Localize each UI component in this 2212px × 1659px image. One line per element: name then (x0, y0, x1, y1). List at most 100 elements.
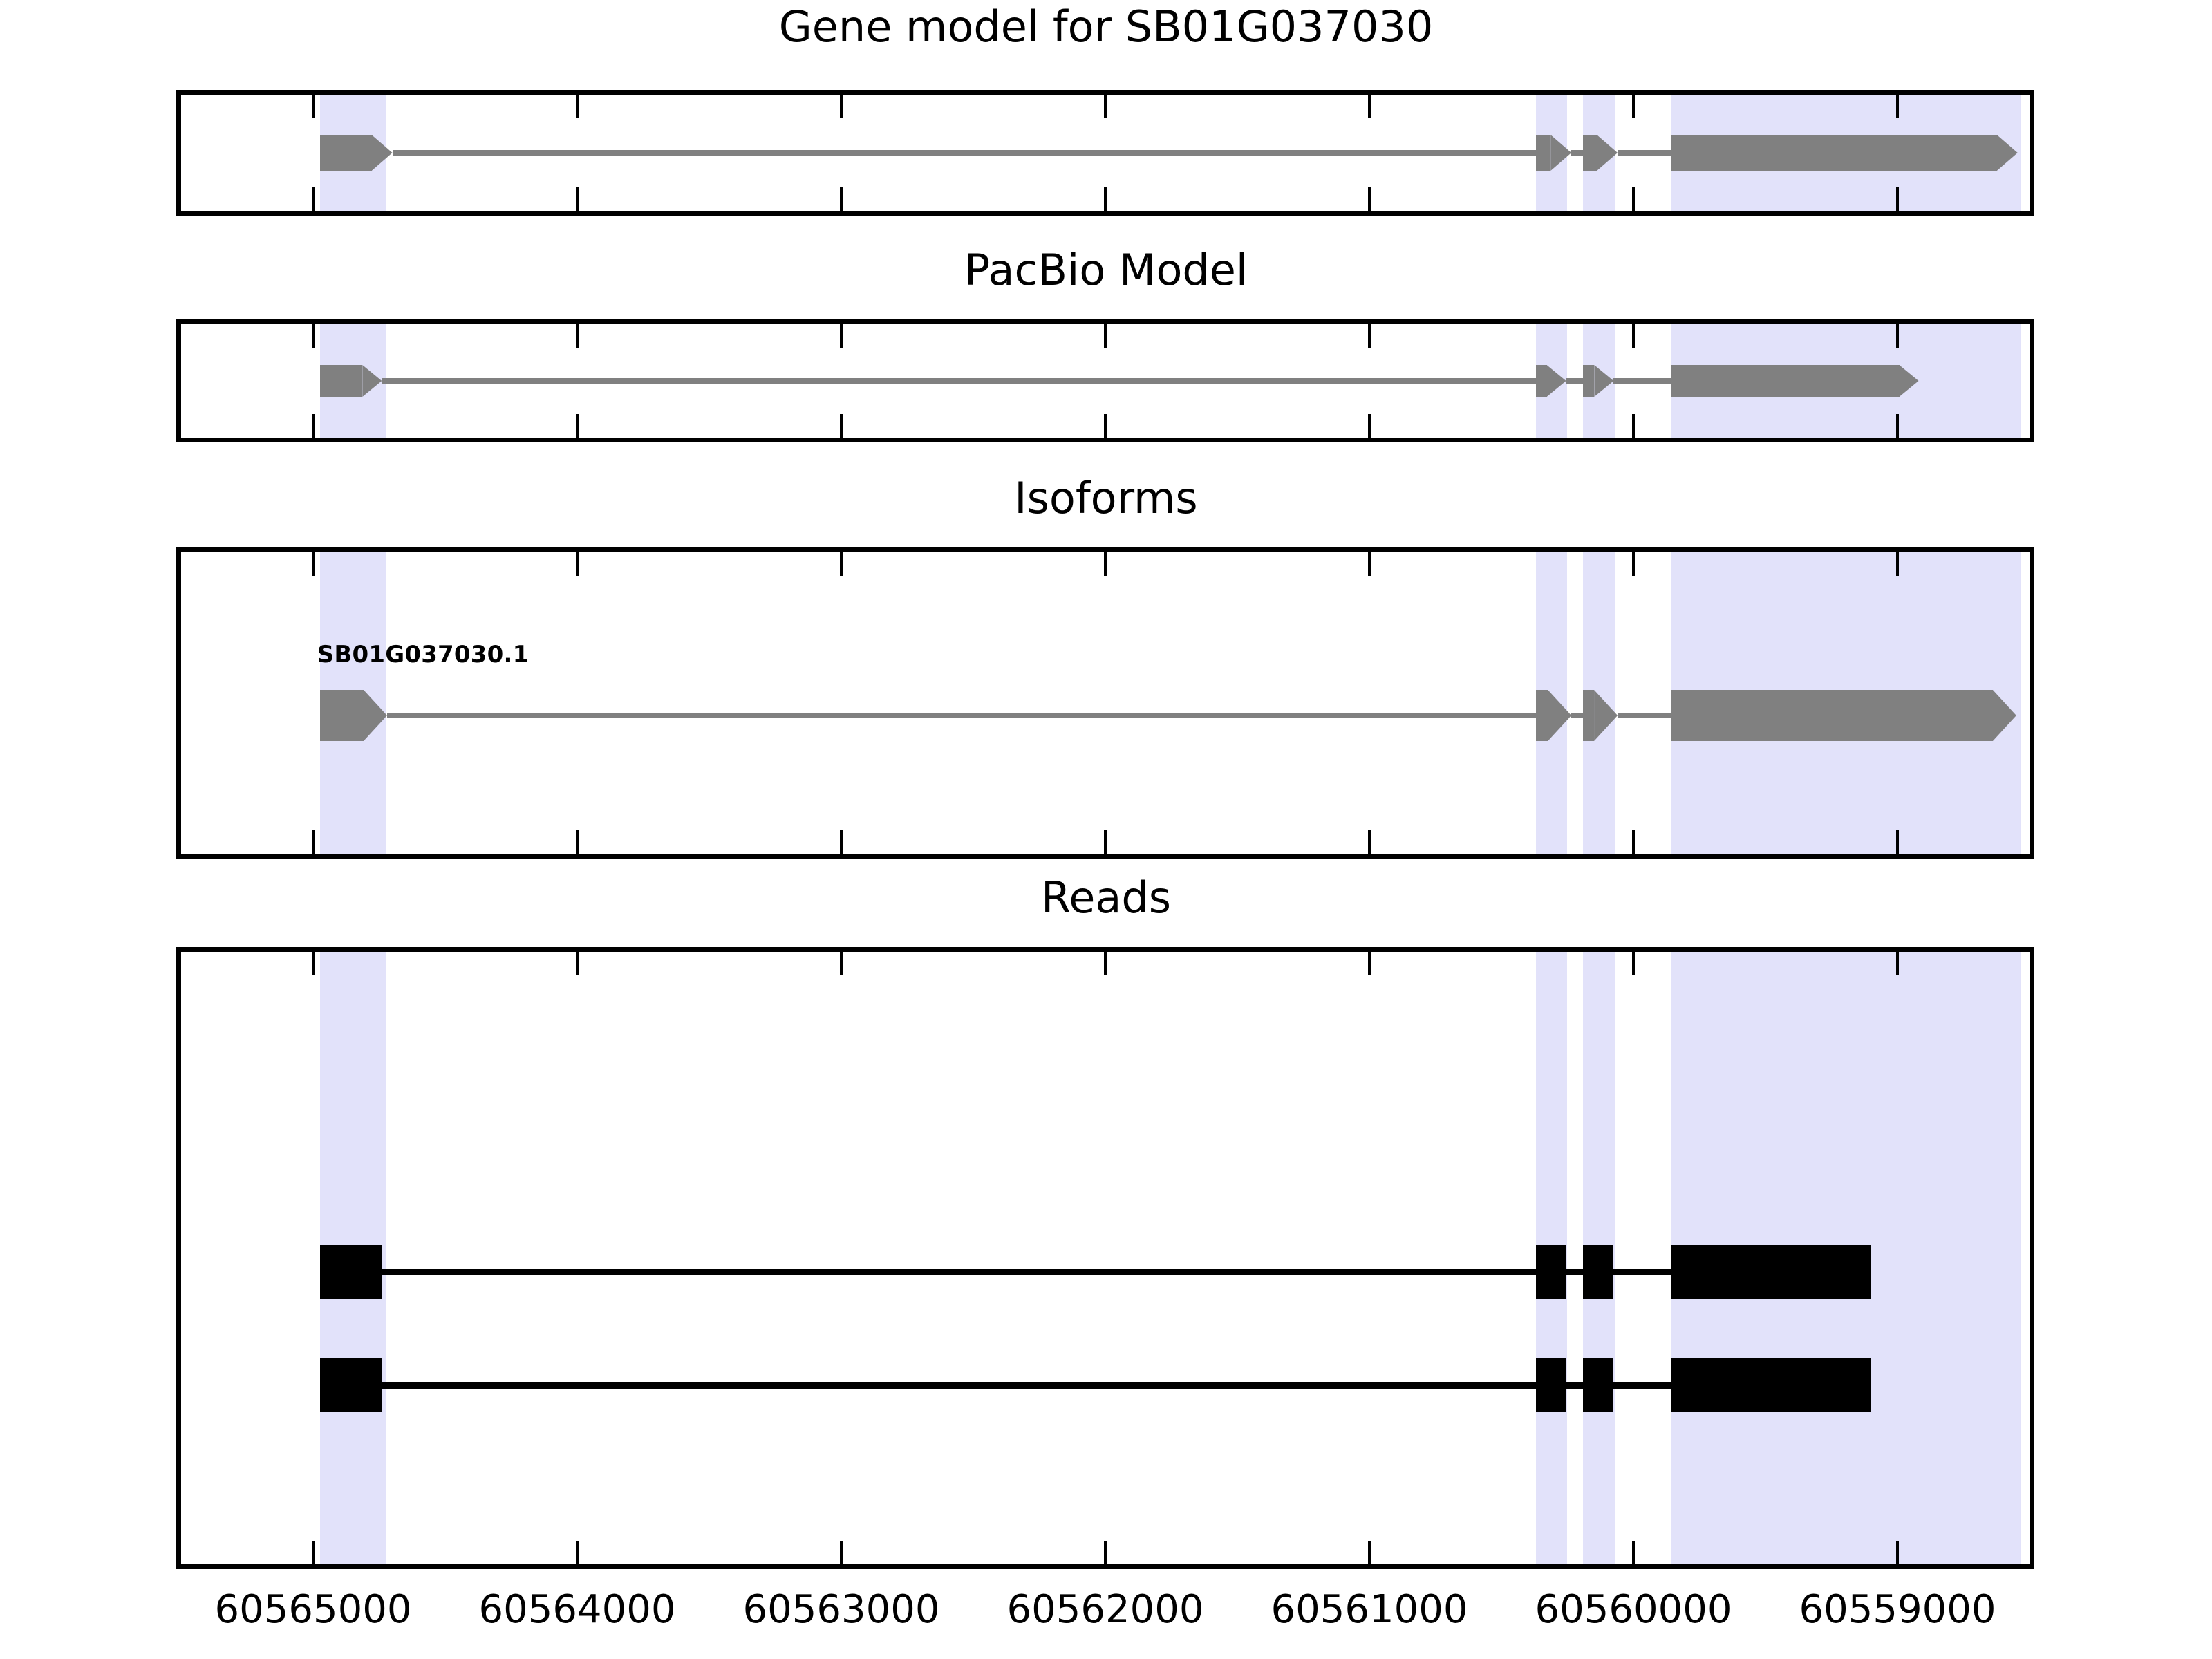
intron-line (1571, 713, 1584, 718)
intron-line (1571, 150, 1584, 156)
exon-arrowhead (1594, 690, 1618, 741)
exon-block (319, 690, 387, 741)
exon-arrowhead (1597, 135, 1618, 171)
exon-arrowhead (362, 365, 382, 397)
exon-block (1671, 1358, 1871, 1412)
axis-tick (1896, 187, 1899, 211)
axis-tick (840, 187, 843, 211)
axis-tick (312, 952, 315, 975)
x-tick-label: 60564000 (478, 1587, 676, 1632)
axis-tick (1896, 552, 1899, 576)
exon-block (1583, 1358, 1614, 1412)
exon-block (1583, 1245, 1614, 1299)
axis-tick (1896, 414, 1899, 438)
x-tick-label: 60559000 (1799, 1587, 1996, 1632)
intron-line (382, 378, 1536, 384)
intron-line (392, 150, 1536, 156)
axis-tick (1632, 552, 1635, 576)
axis-tick (576, 95, 579, 118)
plot-area-isoforms: SB01G037030.1 (181, 552, 2030, 854)
exon-body (1535, 135, 1551, 171)
axis-tick (312, 95, 315, 118)
axis-tick (312, 830, 315, 854)
axis-tick (1632, 95, 1635, 118)
intron-line (1566, 378, 1584, 384)
axis-tick (1632, 952, 1635, 975)
exon-body (1671, 690, 1993, 741)
track-panel-reads (176, 947, 2034, 1569)
axis-tick (1104, 830, 1107, 854)
axis-tick (840, 95, 843, 118)
axis-tick (1104, 952, 1107, 975)
axis-tick (1104, 1541, 1107, 1564)
axis-tick (1368, 95, 1371, 118)
intron-line (1618, 150, 1672, 156)
axis-tick (1104, 95, 1107, 118)
exon-block (1535, 1358, 1566, 1412)
axis-tick (576, 952, 579, 975)
exon-block (1535, 1245, 1566, 1299)
axis-tick (312, 414, 315, 438)
exon-block (1535, 690, 1572, 741)
axis-tick (1632, 1541, 1635, 1564)
exon-block (319, 365, 382, 397)
track-panel-isoforms: SB01G037030.1 (176, 547, 2034, 859)
exon-block (319, 135, 393, 171)
exon-block (1671, 135, 2018, 171)
x-tick-label: 60565000 (214, 1587, 412, 1632)
exon-body (1671, 135, 1997, 171)
axis-tick (576, 552, 579, 576)
axis-tick (312, 324, 315, 348)
axis-tick (1368, 552, 1371, 576)
axis-tick (840, 1541, 843, 1564)
exon-body (1535, 690, 1548, 741)
exon-body (1535, 365, 1547, 397)
exon-arrowhead (1996, 135, 2018, 171)
exon-body (319, 690, 364, 741)
axis-tick (1104, 552, 1107, 576)
axis-tick (1104, 414, 1107, 438)
axis-tick (1368, 1541, 1371, 1564)
axis-tick (1368, 952, 1371, 975)
plot-area-gene-model (181, 95, 2030, 211)
isoform-label: SB01G037030.1 (317, 641, 529, 668)
exon-arrowhead (1546, 365, 1566, 397)
exon-block (1583, 690, 1618, 741)
axis-tick (1896, 95, 1899, 118)
axis-tick (1896, 952, 1899, 975)
exon-body (1583, 690, 1595, 741)
axis-tick (1368, 830, 1371, 854)
axis-tick (312, 187, 315, 211)
axis-tick (576, 324, 579, 348)
axis-tick (576, 830, 579, 854)
exon-arrowhead (1992, 690, 2016, 741)
exon-block (1535, 135, 1572, 171)
exon-block (319, 1245, 382, 1299)
intron-line (382, 1268, 1536, 1275)
axis-tick (312, 1541, 315, 1564)
axis-tick (1368, 414, 1371, 438)
intron-line (1613, 1268, 1672, 1275)
exon-body (1583, 135, 1597, 171)
exon-block (1671, 365, 1919, 397)
intron-line (1613, 1382, 1672, 1389)
axis-tick (576, 414, 579, 438)
axis-tick (576, 187, 579, 211)
axis-tick (1896, 1541, 1899, 1564)
plot-area-reads (181, 952, 2030, 1564)
axis-tick (1632, 324, 1635, 348)
exon-arrowhead (363, 690, 387, 741)
track-panel-gene-model (176, 90, 2034, 216)
intron-line (386, 713, 1536, 718)
x-tick-label: 60561000 (1271, 1587, 1468, 1632)
exon-block (1535, 365, 1566, 397)
exon-arrowhead (1550, 135, 1572, 171)
exon-body (1671, 365, 1900, 397)
track-panel-pacbio-model (176, 319, 2034, 442)
axis-tick (840, 324, 843, 348)
intron-line (1613, 378, 1672, 384)
x-tick-label: 60563000 (742, 1587, 940, 1632)
axis-tick (1896, 830, 1899, 854)
axis-tick (1632, 187, 1635, 211)
